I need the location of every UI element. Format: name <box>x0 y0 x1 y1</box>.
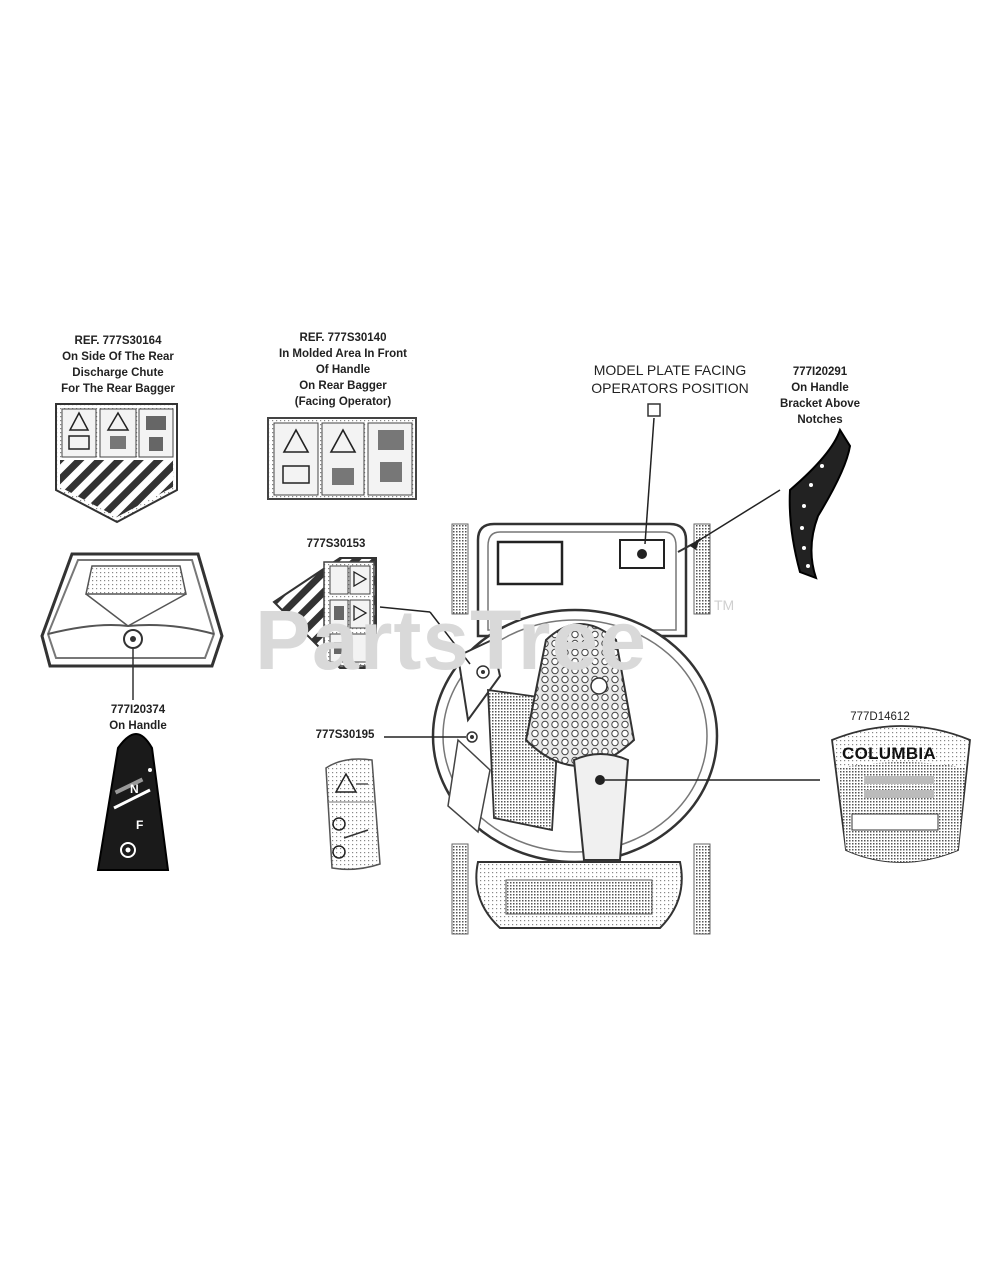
mower-top-view <box>431 522 719 935</box>
label-line: Notches <box>797 414 843 426</box>
label-line: 777I20374 <box>110 704 166 716</box>
label-line: 777S30153 <box>306 538 366 550</box>
gear-letter-n: N <box>130 782 139 796</box>
label-line: On Handle <box>791 382 849 394</box>
label-line: Bracket Above <box>779 398 861 410</box>
label-line: On Rear Bagger <box>299 380 387 392</box>
label-line: Of Handle <box>315 364 371 376</box>
label-line: REF. 777S30140 <box>299 332 387 344</box>
label-line: 777S30195 <box>315 729 375 741</box>
gear-letter-f: F <box>136 818 144 832</box>
label-line: For The Rear Bagger <box>61 383 175 395</box>
label-line: MODEL PLATE FACING <box>593 362 747 378</box>
label-line: On Side Of The Rear <box>62 351 174 363</box>
label-line: 777D14612 <box>850 711 910 723</box>
label-line: Discharge Chute <box>72 367 164 379</box>
leader-lines <box>379 417 820 781</box>
label-part-30195: 777S30195 <box>300 727 390 743</box>
label-line: On Handle <box>109 720 167 732</box>
label-model-plate: MODEL PLATE FACING OPERATORS POSITION <box>572 361 768 397</box>
label-part-30153: 777S30153 <box>294 536 378 552</box>
label-line: 777I20291 <box>792 366 848 378</box>
leader-arrow <box>690 538 700 550</box>
label-line: OPERATORS POSITION <box>591 380 749 396</box>
decal-rear-chute <box>55 403 178 524</box>
watermark: PartsTree <box>255 593 647 687</box>
decal-handle-bracket <box>788 427 852 580</box>
label-line: In Molded Area In Front <box>279 348 407 360</box>
trademark-mark: TM <box>714 597 735 613</box>
label-handle-decal: 777I20374 On Handle <box>88 702 188 734</box>
brand-logo: COLUMBIA <box>842 744 936 763</box>
label-line: REF. 777S30164 <box>74 335 162 347</box>
decal-rear-bagger <box>267 417 417 500</box>
label-rear-bagger: REF. 777S30140 In Molded Area In Front O… <box>262 330 424 410</box>
rear-bagger-frame <box>40 552 224 700</box>
decal-handle-controls <box>96 732 170 871</box>
label-rear-chute: REF. 777S30164 On Side Of The Rear Disch… <box>48 333 188 397</box>
label-handle-bracket: 777I20291 On Handle Bracket Above Notche… <box>762 364 878 428</box>
label-engine-decal: 777D14612 <box>840 709 920 725</box>
label-line: (Facing Operator) <box>294 396 392 408</box>
decal-curved-strip <box>325 758 381 871</box>
decal-engine-columbia <box>831 725 971 863</box>
decal-side-triangle <box>272 557 377 669</box>
model-plate-marker <box>647 403 661 417</box>
